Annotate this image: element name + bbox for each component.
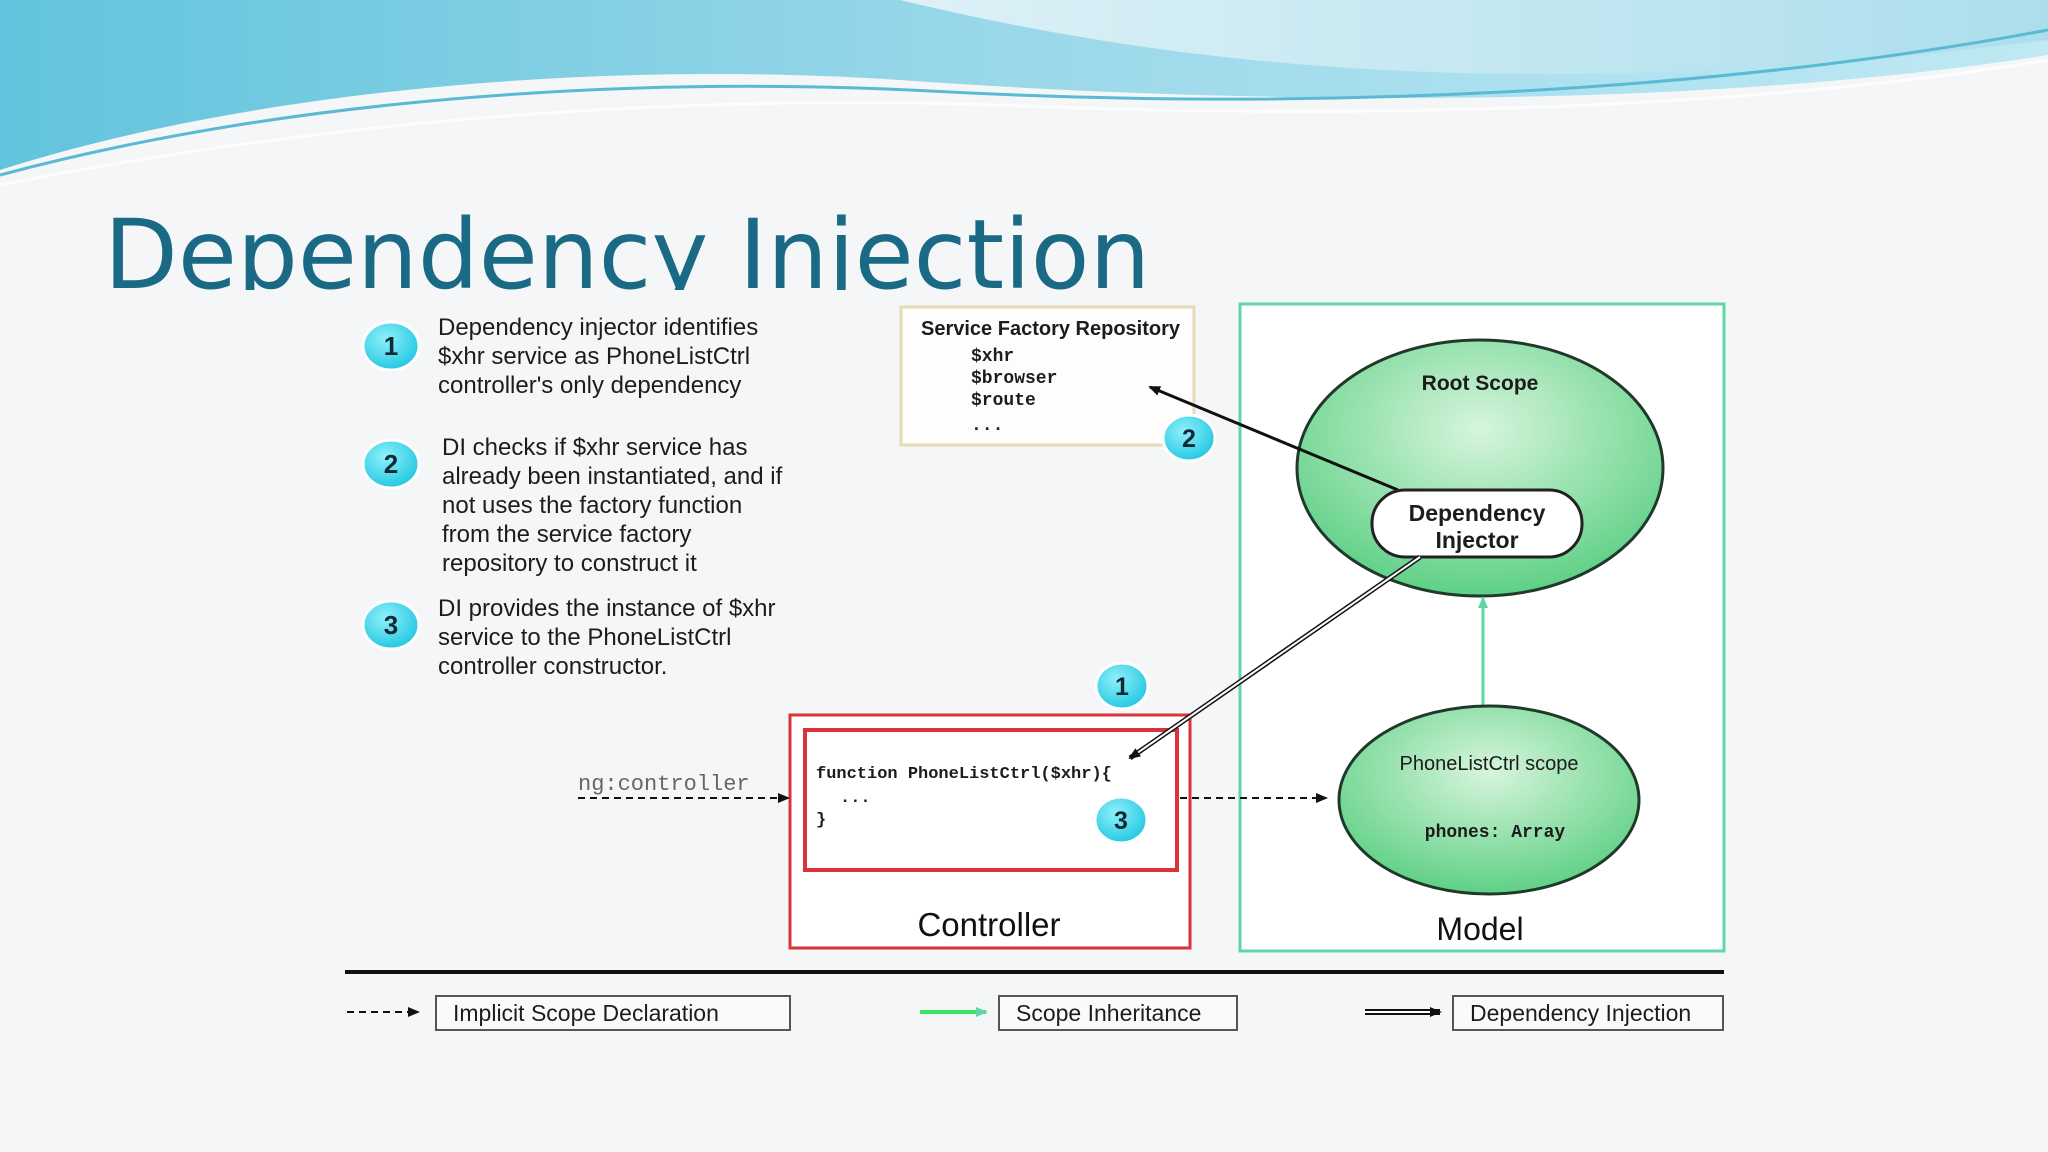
arrow-1-marker: 1 — [1094, 661, 1150, 711]
legend-implicit-box — [435, 995, 791, 1031]
service-factory-repository-box — [899, 305, 1196, 447]
injector-to-repository-arrow — [1148, 385, 1399, 492]
child-scope-value: phones: Array — [1425, 823, 1566, 843]
arrow-2-marker: 2 — [1161, 413, 1217, 463]
svg-text:3: 3 — [1114, 807, 1128, 835]
svg-text:2: 2 — [1182, 425, 1196, 453]
child-scope-label: PhoneListCtrl scope — [1400, 753, 1579, 775]
step-3-marker: 3 — [361, 599, 421, 651]
repository-item: $browser — [971, 369, 1057, 389]
repository-item: ... — [971, 416, 1003, 436]
injector-label-line1: Dependency — [1409, 500, 1546, 526]
legend-injection-box — [1452, 995, 1724, 1031]
header-wave-banner — [0, 0, 2048, 187]
repository-item: $route — [971, 391, 1036, 411]
svg-text:1: 1 — [384, 331, 398, 361]
controller-code-line: ... — [840, 789, 871, 808]
legend-inheritance-label: Scope Inheritance — [1016, 1000, 1201, 1026]
step-1-text: Dependency injector identifies $xhr serv… — [438, 314, 759, 399]
step-3-text: DI provides the instance of $xhr service… — [438, 595, 776, 680]
injector-label-line2: Injector — [1435, 527, 1518, 553]
step-1-marker: 1 — [361, 320, 421, 372]
arrow-3-marker: 3 — [1093, 795, 1149, 845]
controller-label: Controller — [917, 906, 1060, 943]
repository-title: Service Factory Repository — [921, 318, 1181, 340]
repository-item: $xhr — [971, 347, 1014, 367]
step-2-marker: 2 — [361, 438, 421, 490]
dependency-injector-node — [1370, 488, 1584, 559]
controller-code-line: } — [816, 811, 826, 830]
injector-to-controller-arrow — [1128, 556, 1421, 760]
model-label: Model — [1436, 911, 1523, 947]
controller-code-line: function PhoneListCtrl($xhr){ — [816, 765, 1112, 784]
phonelistctrl-scope-ellipse — [1337, 704, 1641, 896]
step-2-text: DI checks if $xhr service has already be… — [442, 434, 783, 577]
page-title: Dependency Injection — [104, 199, 1151, 290]
root-scope-label: Root Scope — [1422, 372, 1539, 395]
svg-text:3: 3 — [384, 610, 398, 640]
ng-controller-directive: ng:controller — [578, 772, 750, 797]
svg-text:2: 2 — [384, 449, 398, 479]
legend-injection-label: Dependency Injection — [1470, 1000, 1691, 1026]
legend-inheritance-box — [998, 995, 1238, 1031]
svg-text:1: 1 — [1115, 673, 1129, 701]
legend-implicit-label: Implicit Scope Declaration — [453, 1000, 719, 1026]
